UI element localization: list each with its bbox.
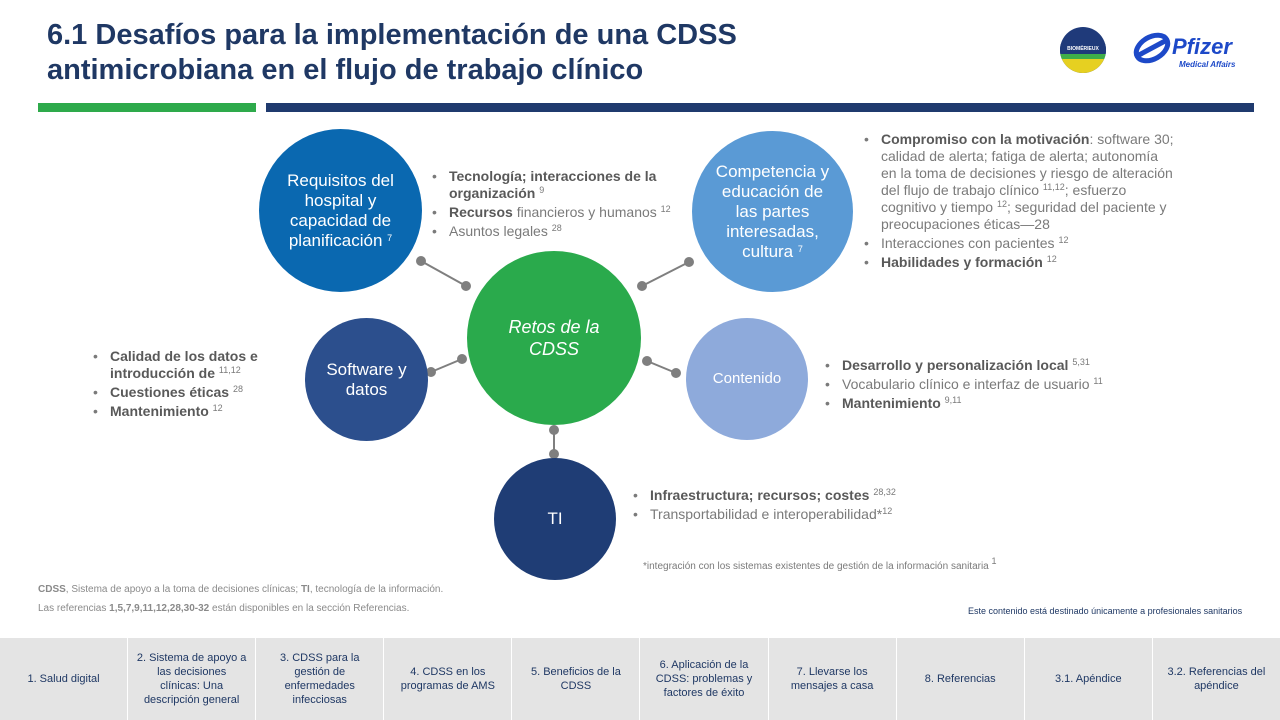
- nav-item-cdss-ams[interactable]: 4. CDSS en los programas de AMS: [383, 638, 511, 720]
- list-item: Habilidades y formación 12: [864, 254, 1176, 271]
- software-data-node: Software y datos: [305, 318, 428, 441]
- list-item: Mantenimiento 9,11: [825, 395, 1125, 412]
- list-item: Mantenimiento 12: [93, 403, 283, 420]
- list-item: Compromiso con la motivación: software 3…: [864, 131, 1176, 233]
- nav-item-beneficios[interactable]: 5. Beneficios de la CDSS: [511, 638, 639, 720]
- stakeholder-competence-node: Competencia y educación de las partes in…: [692, 131, 853, 292]
- nav-item-apendice[interactable]: 3.1. Apéndice: [1023, 638, 1152, 720]
- hospital-requirements-node: Requisitos del hospital y capacidad de p…: [259, 129, 422, 292]
- section-navigation: 1. Salud digital 2. Sistema de apoyo a l…: [0, 638, 1280, 720]
- it-node: TI: [494, 458, 616, 580]
- stakeholder-competence-list: Compromiso con la motivación: software 3…: [864, 131, 1176, 273]
- page-title: 6.1 Desafíos para la implementación de u…: [47, 19, 737, 86]
- list-item: Asuntos legales 28: [432, 223, 682, 240]
- software-data-list: Calidad de los datos e introducción de 1…: [93, 348, 283, 422]
- cdss-challenges-center-node: Retos de la CDSS: [467, 251, 641, 425]
- list-item: Recursos financieros y humanos 12: [432, 204, 682, 221]
- nav-item-aplicacion[interactable]: 6. Aplicación de la CDSS: problemas y fa…: [639, 638, 767, 720]
- nav-item-mensajes[interactable]: 7. Llevarse los mensajes a casa: [767, 638, 896, 720]
- title-underline-green: [38, 103, 256, 112]
- hospital-requirements-list: Tecnología; interacciones de la organiza…: [432, 168, 682, 242]
- nav-item-referencias-apendice[interactable]: 3.2. Referencias del apéndice: [1151, 638, 1280, 720]
- biomerieux-logo: BIOMÉRIEUX: [1060, 27, 1106, 73]
- list-item: Calidad de los datos e introducción de 1…: [93, 348, 283, 382]
- list-item: Tecnología; interacciones de la organiza…: [432, 168, 682, 202]
- list-item: Transportabilidad e interoperabilidad*12: [633, 506, 953, 523]
- nav-item-sistema-apoyo[interactable]: 2. Sistema de apoyo a las decisiones clí…: [127, 638, 255, 720]
- references-footnote: Las referencias 1,5,7,9,11,12,28,30-32 e…: [38, 603, 410, 614]
- content-node: Contenido: [686, 318, 808, 440]
- list-item: Interacciones con pacientes 12: [864, 235, 1176, 252]
- list-item: Cuestiones éticas 28: [93, 384, 283, 401]
- list-item: Desarrollo y personalización local 5,31: [825, 357, 1125, 374]
- title-underline-navy: [266, 103, 1254, 112]
- pfizer-logo: Pfizer Medical Affairs: [1132, 28, 1238, 74]
- list-item: Infraestructura; recursos; costes 28,32: [633, 487, 953, 504]
- list-item: Vocabulario clínico e interfaz de usuari…: [825, 376, 1125, 393]
- abbreviations-footnote: CDSS, Sistema de apoyo a la toma de deci…: [38, 584, 444, 595]
- content-list: Desarrollo y personalización local 5,31 …: [825, 357, 1125, 414]
- pfizer-pill-icon: [1133, 32, 1171, 64]
- hcp-notice: Este contenido está destinado únicamente…: [968, 606, 1243, 616]
- it-list: Infraestructura; recursos; costes 28,32 …: [633, 487, 953, 525]
- interoperability-footnote: *integración con los sistemas existentes…: [643, 556, 997, 573]
- nav-item-salud-digital[interactable]: 1. Salud digital: [27, 673, 100, 685]
- nav-item-referencias[interactable]: 8. Referencias: [895, 638, 1024, 720]
- nav-item-cdss-enfermedades[interactable]: 3. CDSS para la gestión de enfermedades …: [255, 638, 383, 720]
